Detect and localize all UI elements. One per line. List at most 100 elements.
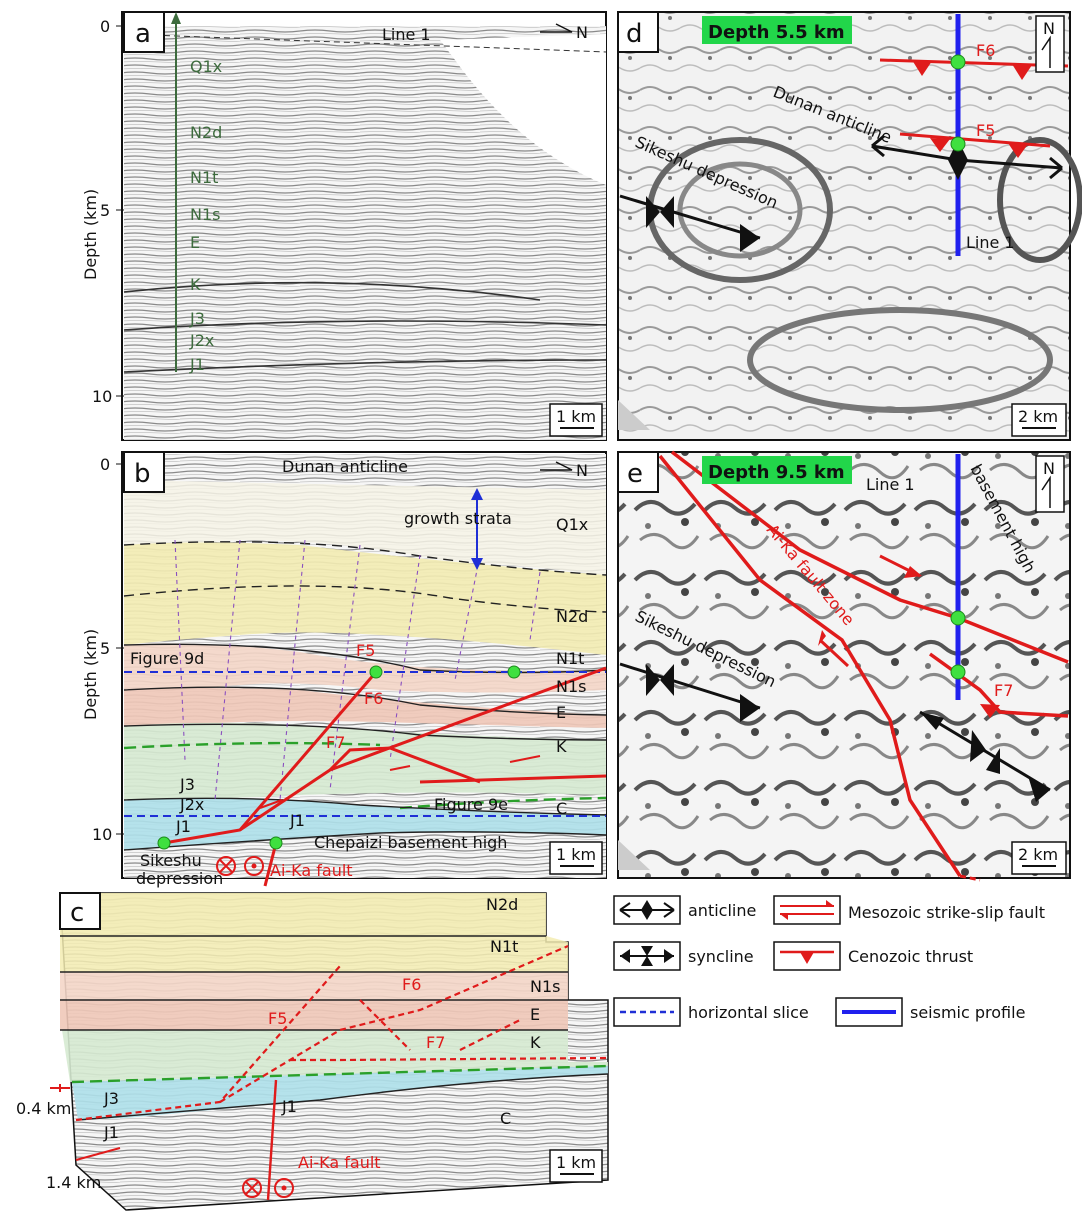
panel-a-unit-j1: J1 — [189, 355, 205, 374]
panel-b-unit-n1t: N1t — [556, 649, 584, 668]
anticline-symbol-icon — [919, 710, 1051, 802]
panel-c-fault-f7: F7 — [426, 1033, 445, 1052]
syncline-symbol-icon — [619, 194, 761, 252]
panel-c-unit-n2d: N2d — [486, 895, 518, 914]
panel-d-north: N — [1043, 19, 1055, 38]
syncline-symbol-icon — [619, 662, 761, 722]
fault-motion-icon — [242, 1178, 294, 1198]
legend-thrust-icon — [773, 941, 841, 971]
panel-b-unit-j2x: J2x — [179, 795, 204, 814]
fault-motion-icon — [216, 856, 264, 876]
panel-d: d Depth 5.5 km N Dunan anticline Sikeshu… — [617, 11, 1082, 441]
panel-e-north: N — [1043, 459, 1055, 478]
panel-b-sikeshu: Sikeshu — [140, 851, 202, 870]
panel-b-chepaizi: Chepaizi basement high — [314, 833, 507, 852]
panel-d-letter: d — [626, 19, 643, 49]
legend-slice: horizontal slice — [688, 1003, 809, 1022]
panel-e-fault-f7: F7 — [994, 681, 1013, 700]
panel-a: a Line 1 N 0 5 10 Depth (km) Q1x N2d N1t… — [81, 11, 607, 441]
scale-bar — [549, 403, 603, 437]
panel-b-unit-c: C — [556, 799, 567, 818]
panel-c-unit-n1t: N1t — [490, 937, 518, 956]
panel-b-fig9e: Figure 9e — [434, 795, 508, 814]
legend-strike-slip: Mesozoic strike-slip fault — [848, 903, 1045, 922]
panel-e-line: Line 1 — [866, 475, 915, 494]
panel-b-unit-k: K — [556, 737, 567, 756]
panel-b-fault-f5: F5 — [356, 641, 375, 660]
panel-d-scale: 2 km — [1018, 407, 1058, 426]
panel-b-ylabel: Depth (km) — [81, 629, 100, 720]
panel-c-unit-e: E — [530, 1005, 540, 1024]
panel-b-unit-e: E — [556, 703, 566, 722]
panel-a-title: Line 1 — [382, 25, 431, 44]
legend-strike-slip-icon — [773, 895, 841, 925]
panel-e: e Depth 9.5 km N Line 1 basement high Ai… — [617, 450, 1071, 882]
panel-a-ytick-5: 5 — [100, 201, 110, 220]
north-arrow-icon — [540, 461, 573, 471]
panel-b-unit-j1-right: J1 — [289, 811, 305, 830]
panel-b-letter: b — [134, 459, 151, 489]
panel-c: c N2d N1t N1s E K J3 J1 J1 C F6 F5 F7 0.… — [16, 892, 609, 1211]
panel-a-letter: a — [135, 19, 151, 49]
panel-a-ylabel: Depth (km) — [81, 189, 100, 280]
legend-profile-icon — [835, 997, 903, 1027]
legend-anticline: anticline — [688, 901, 756, 920]
panel-e-depth: Depth 9.5 km — [708, 462, 845, 483]
panel-c-scale: 1 km — [556, 1153, 596, 1172]
panel-a-unit-n2d: N2d — [190, 123, 222, 142]
panel-c-aika: Ai-Ka fault — [298, 1153, 381, 1172]
panel-a-unit-e: E — [190, 233, 200, 252]
panel-c-thick-14: 1.4 km — [46, 1173, 101, 1192]
panel-e-scale: 2 km — [1018, 845, 1058, 864]
panel-a-unit-q1x: Q1x — [190, 57, 222, 76]
panel-c-letter: c — [70, 898, 84, 928]
panel-b-ytick-10: 10 — [92, 825, 112, 844]
panel-b-title: Dunan anticline — [282, 457, 408, 476]
panel-b-fault-f7: F7 — [326, 733, 345, 752]
panel-b-fault-f6: F6 — [364, 689, 383, 708]
legend-anticline-icon — [613, 895, 681, 925]
scale-bar — [1011, 841, 1067, 875]
scale-bar — [549, 841, 603, 875]
panel-b-growth: growth strata — [404, 509, 512, 528]
panel-b-unit-j1: J1 — [175, 817, 191, 836]
panel-c-unit-j1-right: J1 — [281, 1097, 297, 1116]
panel-c-unit-j1: J1 — [103, 1123, 119, 1142]
north-arrow-icon — [540, 23, 573, 33]
panel-b-unit-q1x: Q1x — [556, 515, 588, 534]
legend-syncline: syncline — [688, 947, 754, 966]
legend-slice-icon — [613, 997, 681, 1027]
panel-b-north: N — [576, 461, 588, 480]
panel-d-depth: Depth 5.5 km — [708, 22, 845, 43]
panel-a-ytick-10: 10 — [92, 387, 112, 406]
legend-profile: seismic profile — [910, 1003, 1025, 1022]
panel-b-ytick-0: 0 — [100, 455, 110, 474]
panel-b-fig9d: Figure 9d — [130, 649, 204, 668]
panel-a-north: N — [576, 23, 588, 42]
panel-e-letter: e — [627, 459, 643, 489]
panel-a-ytick-0: 0 — [100, 17, 110, 36]
panel-b: b Dunan anticline N 0 5 10 Depth (km) gr… — [81, 451, 607, 888]
panel-a-unit-j3: J3 — [189, 309, 205, 328]
panel-c-fault-f5: F5 — [268, 1009, 287, 1028]
panel-d-line: Line 1 — [966, 233, 1015, 252]
panel-b-aika: Ai-Ka fault — [270, 861, 353, 880]
panel-b-unit-j3: J3 — [179, 775, 195, 794]
panel-c-unit-k: K — [530, 1033, 541, 1052]
panel-b-scale: 1 km — [556, 845, 596, 864]
panel-d-fault-f5: F5 — [976, 121, 995, 140]
panel-c-fault-f6: F6 — [402, 975, 421, 994]
panel-b-unit-n1s: N1s — [556, 677, 586, 696]
panel-c-unit-c: C — [500, 1109, 511, 1128]
panel-b-unit-n2d: N2d — [556, 607, 588, 626]
panel-b-ytick-5: 5 — [100, 639, 110, 658]
legend: anticline Mesozoic strike-slip fault syn… — [613, 895, 1045, 1027]
panel-a-unit-j2x: J2x — [189, 331, 214, 350]
panel-c-thick-04: 0.4 km — [16, 1099, 71, 1118]
panel-c-unit-n1s: N1s — [530, 977, 560, 996]
panel-c-unit-j3: J3 — [103, 1089, 119, 1108]
panel-d-fault-f6: F6 — [976, 41, 995, 60]
panel-a-unit-n1t: N1t — [190, 168, 218, 187]
scale-bar — [549, 1149, 603, 1183]
panel-a-unit-n1s: N1s — [190, 205, 220, 224]
